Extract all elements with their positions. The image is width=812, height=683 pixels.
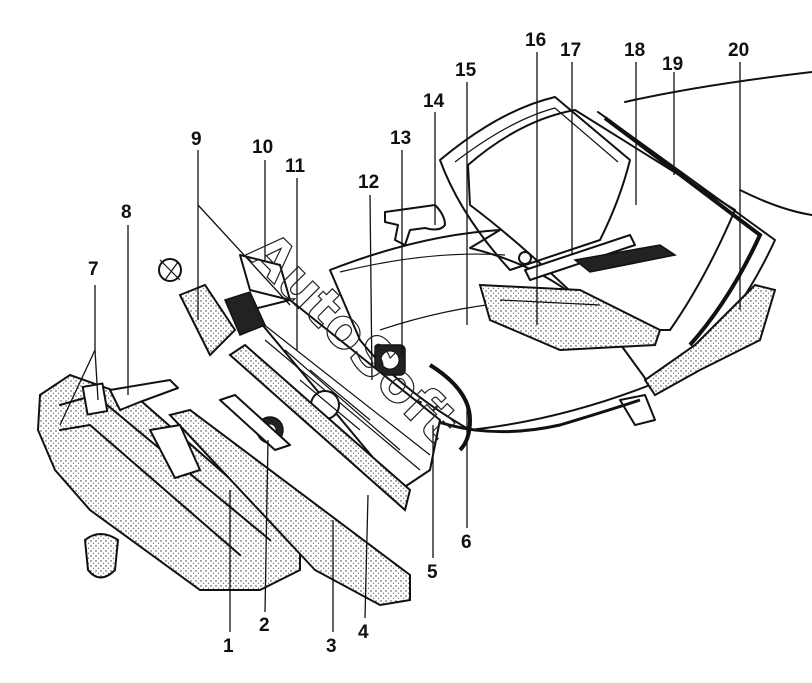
label-5: 5 [427, 562, 438, 583]
label-14: 14 [423, 91, 445, 112]
windshield-glass [467, 109, 736, 331]
callout-labels: 1 2 3 4 5 6 7 8 9 10 11 12 13 14 15 16 1… [88, 30, 749, 657]
label-4: 4 [358, 622, 369, 643]
label-11: 11 [285, 156, 306, 177]
mount-bracket [83, 533, 120, 579]
label-2: 2 [259, 615, 270, 636]
label-18: 18 [624, 40, 645, 61]
cowl-panel [478, 283, 662, 352]
label-13: 13 [390, 128, 411, 149]
label-7: 7 [88, 259, 99, 280]
wiper-arm [518, 234, 677, 281]
label-16: 16 [525, 30, 546, 51]
label-15: 15 [455, 60, 477, 81]
label-8: 8 [121, 202, 132, 223]
pillar-trim [619, 283, 777, 426]
grille-trim-strip [228, 343, 412, 512]
label-1: 1 [223, 636, 234, 657]
label-9: 9 [191, 129, 202, 150]
bumper-bracket [109, 379, 179, 411]
label-17: 17 [560, 40, 581, 61]
label-19: 19 [662, 54, 683, 75]
label-20: 20 [728, 40, 749, 61]
lower-valance [149, 394, 411, 607]
roof-outline [624, 71, 812, 216]
label-6: 6 [461, 532, 472, 553]
label-10: 10 [252, 137, 273, 158]
hood-latch-bracket [384, 204, 446, 246]
label-12: 12 [358, 172, 379, 193]
label-3: 3 [326, 636, 337, 657]
leader-lines [59, 52, 741, 632]
